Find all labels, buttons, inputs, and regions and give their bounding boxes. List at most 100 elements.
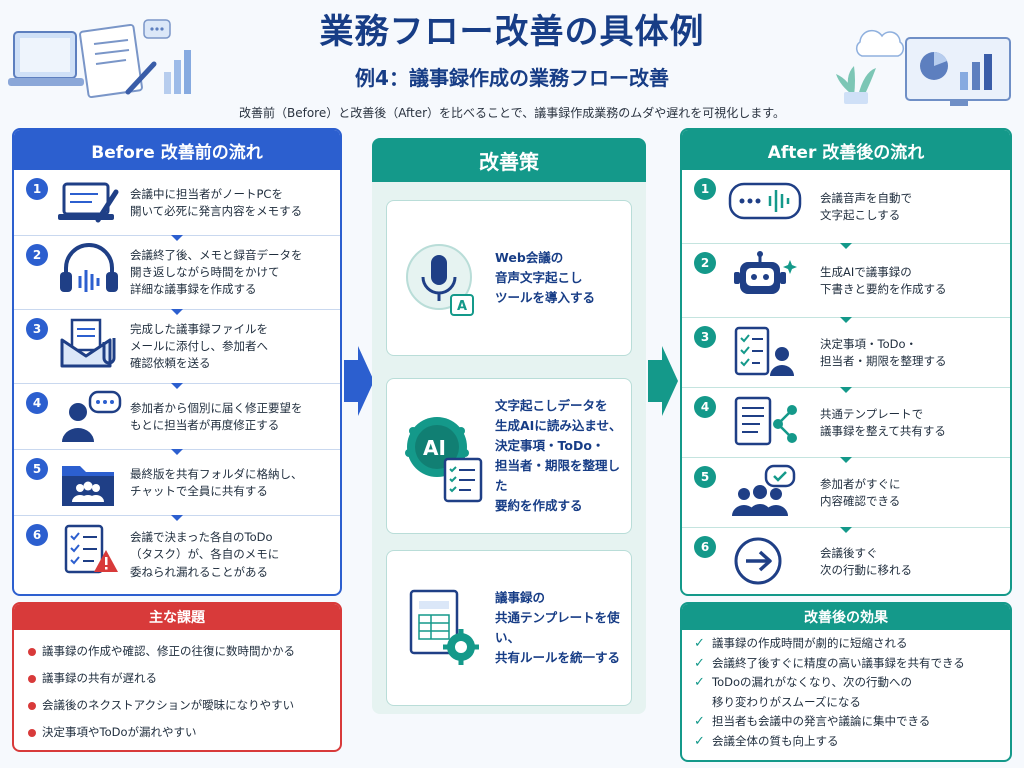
solutions-panel: 改善策 A Web会議の 音声文字起こし ツールを導入する AI 文字起こしデー… (372, 138, 646, 714)
check-icon: ✓ (694, 733, 705, 749)
group-check-icon (732, 464, 796, 516)
step-text: 完成した議事録ファイルを メールに添付し、参加者へ 確認依頼を送る (130, 321, 268, 371)
effects-heading: 改善後の効果 (682, 604, 1010, 630)
solutions-heading: 改善策 (372, 138, 646, 182)
issues-heading: 主な課題 (14, 604, 340, 630)
effect-item: ✓議事録の作成時間が劇的に短縮される (694, 634, 1002, 654)
page-description: 改善前（Before）と改善後（After）を比べることで、議事録作成業務のムダ… (238, 106, 785, 120)
mail-attachment-icon (60, 318, 116, 368)
check-icon: ✓ (694, 714, 705, 729)
microphone-icon: A (406, 244, 474, 316)
step-number: 3 (694, 326, 716, 348)
effect-item: ✓会議全体の質も向上する (694, 732, 1002, 752)
after-step: 2 生成AIで議事録の 下書きと要約を作成する (682, 244, 1010, 323)
step-number: 5 (26, 458, 48, 480)
effect-item: ✓ToDoの漏れがなくなり、次の行動への 移り変わりがスムーズになる (694, 675, 913, 709)
solution-text: 文字起こしデータを 生成AIに読み込ませ、 決定事項・ToDo・ 担当者・期限を… (495, 398, 622, 513)
after-panel: After 改善後の流れ 1 会議音声を自動で 文字起こしする 2 生成AIで議… (680, 128, 1012, 596)
after-step: 6 会議後すぐ 次の行動に移れる (682, 528, 1010, 594)
step-text: 会議中に担当者がノートPCを 開いて必死に発言内容をメモする (130, 186, 303, 218)
laptop-notes-illustration (8, 19, 191, 99)
step-text: 最終版を共有フォルダに格納し、 チャットで全員に共有する (130, 466, 303, 498)
solution-card: AI 文字起こしデータを 生成AIに読み込ませ、 決定事項・ToDo・ 担当者・… (386, 378, 632, 534)
flow-arrow (171, 515, 183, 521)
speech-waveform-icon (728, 182, 802, 220)
after-heading: After 改善後の流れ (682, 130, 1010, 170)
before-step: 2 会議終了後、メモと録音データを 開き返しながら時間をかけて 詳細な議事録を作… (14, 236, 340, 315)
flow-arrow (171, 235, 183, 241)
flow-arrow (840, 317, 852, 323)
flow-arrow (840, 243, 852, 249)
before-step: 6 会議で決まった各自のToDo （タスク）が、各自のメモに 委ねられ漏れること… (14, 516, 340, 594)
issues-panel: 主な課題 議事録の作成や確認、修正の往復に数時間かかる 議事録の共有が遅れる 会… (12, 602, 342, 752)
issue-item: 議事録の共有が遅れる (28, 665, 330, 692)
after-step: 5 参加者がすぐに 内容確認できる (682, 458, 1010, 533)
effect-item: ✓担当者も会議中の発言や議論に集中できる (694, 712, 1002, 732)
step-text: 共通テンプレートで 議事録を整えて共有する (820, 406, 946, 438)
step-number: 4 (26, 392, 48, 414)
effects-panel: 改善後の効果 ✓議事録の作成時間が劇的に短縮される ✓会議終了後すぐに精度の高い… (680, 602, 1012, 762)
step-number: 6 (694, 536, 716, 558)
before-step: 4 参加者から個別に届く修正要望を もとに担当者が再度修正する (14, 384, 340, 455)
step-number: 2 (26, 244, 48, 266)
check-icon: ✓ (694, 655, 705, 671)
issue-item: 会議後のネクストアクションが曖昧になりやすい (28, 692, 330, 719)
effect-item: ✓会議終了後すぐに精度の高い議事録を共有できる (694, 654, 1002, 674)
issue-item: 議事録の作成や確認、修正の往復に数時間かかる (28, 638, 330, 665)
step-text: 会議で決まった各自のToDo （タスク）が、各自のメモに 委ねられ漏れることがあ… (130, 530, 280, 579)
step-text: 会議音声を自動で 文字起こしする (820, 190, 912, 222)
document-share-icon (734, 396, 797, 446)
after-step: 4 共通テンプレートで 議事録を整えて共有する (682, 388, 1010, 463)
solution-text: Web会議の 音声文字起こし ツールを導入する (495, 250, 596, 305)
flow-arrow (171, 383, 183, 389)
step-number: 1 (694, 178, 716, 200)
check-icon: ✓ (694, 675, 705, 690)
flow-arrow (840, 387, 852, 393)
step-number: 1 (26, 178, 48, 200)
ai-label: AI (423, 436, 446, 460)
page-subtitle: 例4：議事録作成の業務フロー改善 (355, 66, 669, 90)
effects-list: ✓議事録の作成時間が劇的に短縮される ✓会議終了後すぐに精度の高い議事録を共有で… (682, 630, 1010, 751)
issue-item: 決定事項やToDoが漏れやすい (28, 719, 330, 746)
before-heading: Before 改善前の流れ (14, 130, 340, 170)
before-panel: Before 改善前の流れ 1 会議中に担当者がノートPCを 開いて必死に発言内… (12, 128, 342, 596)
step-number: 4 (694, 396, 716, 418)
template-gear-icon (409, 589, 479, 665)
before-step: 1 会議中に担当者がノートPCを 開いて必死に発言内容をメモする (14, 170, 340, 241)
arrow-circle-icon (734, 537, 782, 585)
solution-card: 議事録の 共通テンプレートを使い、 共有ルールを統一する (386, 550, 632, 706)
robot-icon (734, 251, 797, 294)
ai-brain-document-icon: AI (405, 417, 483, 503)
step-number: 3 (26, 318, 48, 340)
before-to-solution-arrow (344, 346, 374, 416)
checklist-person-icon (734, 326, 794, 376)
step-text: 参加者から個別に届く修正要望を もとに担当者が再度修正する (130, 400, 303, 432)
solution-to-after-arrow (648, 346, 678, 416)
step-text: 決定事項・ToDo・ 担当者・期限を整理する (820, 336, 947, 368)
solution-text: 議事録の 共通テンプレートを使い、 共有ルールを統一する (495, 590, 621, 665)
check-icon: ✓ (694, 636, 705, 651)
checklist-warning-icon (64, 524, 118, 574)
person-comment-icon (62, 390, 122, 442)
issues-list: 議事録の作成や確認、修正の往復に数時間かかる 議事録の共有が遅れる 会議後のネク… (14, 630, 340, 746)
step-text: 参加者がすぐに 内容確認できる (820, 476, 901, 508)
flow-arrow (171, 449, 183, 455)
after-step: 3 決定事項・ToDo・ 担当者・期限を整理する (682, 318, 1010, 393)
step-text: 生成AIで議事録の 下書きと要約を作成する (820, 264, 947, 296)
page-title: 業務フロー改善の具体例 (319, 12, 705, 52)
monitor-chart-illustration (836, 29, 1011, 106)
flow-arrow (840, 457, 852, 463)
flow-arrow (171, 309, 183, 315)
after-step: 1 会議音声を自動で 文字起こしする (682, 170, 1010, 249)
step-number: 5 (694, 466, 716, 488)
step-number: 6 (26, 524, 48, 546)
headphones-icon (60, 243, 118, 292)
laptop-pen-icon (58, 182, 119, 223)
step-number: 2 (694, 252, 716, 274)
step-text: 会議終了後、メモと録音データを 開き返しながら時間をかけて 詳細な議事録を作成す… (130, 247, 303, 297)
before-step: 5 最終版を共有フォルダに格納し、 チャットで全員に共有する (14, 450, 340, 521)
svg-text:A: A (457, 299, 467, 314)
before-step: 3 完成した議事録ファイルを メールに添付し、参加者へ 確認依頼を送る (14, 310, 340, 389)
solution-card: A Web会議の 音声文字起こし ツールを導入する (386, 200, 632, 356)
shared-folder-icon (62, 466, 114, 506)
